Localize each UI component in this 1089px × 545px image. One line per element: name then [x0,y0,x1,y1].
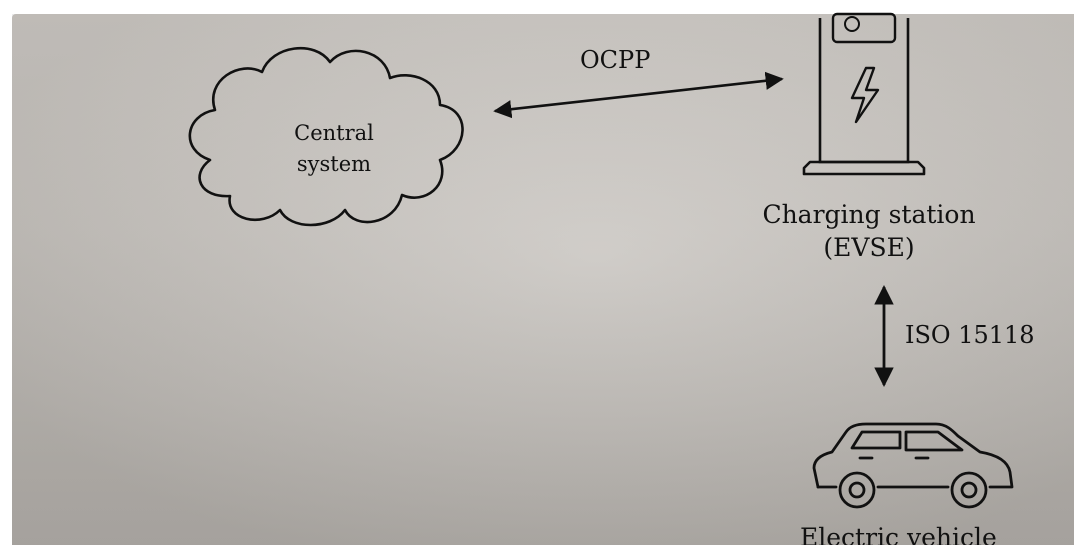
charging-station-label: Charging station (EVSE) [744,198,994,264]
cloud-icon [188,46,464,227]
ocpp-arrow [493,71,784,119]
lightning-bolt-icon [850,66,880,124]
iso15118-label: ISO 15118 [905,321,1035,349]
charging-station-label-line1: Charging station [762,200,976,229]
central-system-label: Central system [294,121,374,176]
electric-vehicle-label: Electric vehicle [800,523,997,545]
ocpp-label: OCPP [580,46,651,74]
charging-station-icon [802,12,926,176]
charging-station-label-line2: (EVSE) [823,233,915,262]
car-icon [812,422,1014,509]
